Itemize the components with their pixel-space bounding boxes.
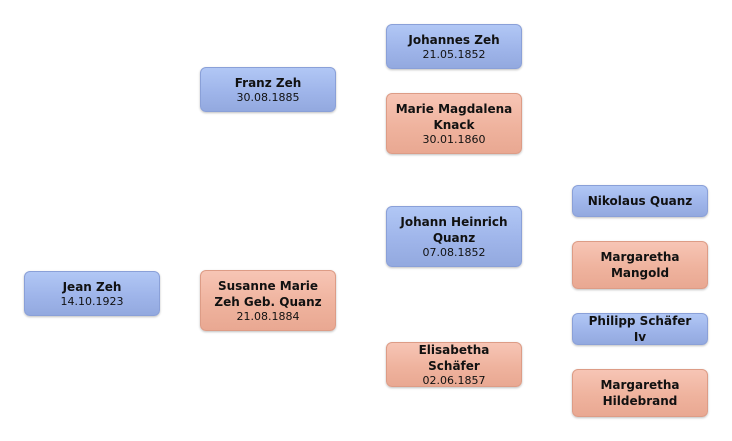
person-card-margaretha-mangold[interactable]: Margaretha Mangold (572, 241, 708, 289)
person-date: 30.08.1885 (236, 91, 300, 104)
person-date: 14.10.1923 (60, 295, 124, 308)
person-name: Jean Zeh (62, 280, 122, 294)
person-card-jean-zeh[interactable]: Jean Zeh 14.10.1923 (24, 271, 160, 316)
person-name: Margaretha Hildebrand (600, 378, 680, 408)
person-date: 07.08.1852 (422, 246, 486, 259)
person-name: Nikolaus Quanz (587, 194, 693, 208)
person-name: Elisabetha Schäfer (418, 343, 490, 373)
person-card-johann-heinrich-quanz[interactable]: Johann Heinrich Quanz 07.08.1852 (386, 206, 522, 267)
person-name: Philipp Schäfer Iv (588, 314, 692, 344)
person-name: Franz Zeh (234, 76, 302, 90)
person-card-philipp-schaefer-iv[interactable]: Philipp Schäfer Iv (572, 313, 708, 345)
person-card-margaretha-hildebrand[interactable]: Margaretha Hildebrand (572, 369, 708, 417)
person-date: 30.01.1860 (422, 133, 486, 146)
person-card-franz-zeh[interactable]: Franz Zeh 30.08.1885 (200, 67, 336, 112)
person-date: 21.05.1852 (422, 48, 486, 61)
person-date: 02.06.1857 (422, 374, 486, 387)
person-card-nikolaus-quanz[interactable]: Nikolaus Quanz (572, 185, 708, 217)
person-name: Susanne Marie Zeh Geb. Quanz (214, 279, 322, 309)
person-card-susanne-marie-zeh[interactable]: Susanne Marie Zeh Geb. Quanz 21.08.1884 (200, 270, 336, 331)
person-name: Margaretha Mangold (600, 250, 680, 280)
person-card-marie-magdalena-knack[interactable]: Marie Magdalena Knack 30.01.1860 (386, 93, 522, 154)
person-date: 21.08.1884 (236, 310, 300, 323)
person-name: Marie Magdalena Knack (395, 102, 513, 132)
person-name: Johann Heinrich Quanz (400, 215, 508, 245)
person-name: Johannes Zeh (408, 33, 500, 47)
person-card-elisabetha-schaefer[interactable]: Elisabetha Schäfer 02.06.1857 (386, 342, 522, 387)
person-card-johannes-zeh[interactable]: Johannes Zeh 21.05.1852 (386, 24, 522, 69)
